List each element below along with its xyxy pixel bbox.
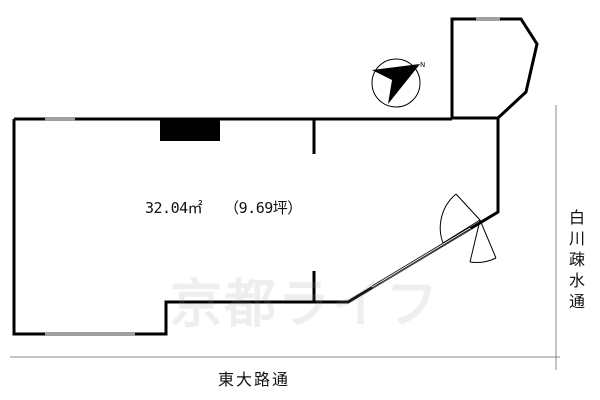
window-left-top — [45, 117, 75, 121]
compass-north-letter: N — [420, 61, 426, 69]
area-sqm: 32.04㎡ — [145, 199, 203, 217]
street-char: 白 — [568, 208, 585, 227]
compass-icon — [371, 58, 421, 108]
window-top-bay — [476, 17, 500, 21]
black-fixture — [160, 119, 220, 141]
window-bottom — [45, 332, 135, 336]
watermark: 京都ライフ — [170, 275, 441, 335]
area-tsubo: （9.69坪） — [224, 199, 302, 217]
street-name-bottom: 東大路通 — [218, 370, 291, 389]
area-label: 32.04㎡ （9.69坪） — [145, 197, 302, 218]
door-swing — [439, 193, 497, 263]
street-char: 川 — [568, 229, 585, 248]
street-name-right: 白 川 疎 水 通 — [567, 207, 587, 312]
street-char: 水 — [568, 271, 585, 290]
outer-wall — [12, 17, 539, 336]
street-char: 疎 — [568, 250, 585, 269]
street-char: 通 — [568, 292, 585, 311]
